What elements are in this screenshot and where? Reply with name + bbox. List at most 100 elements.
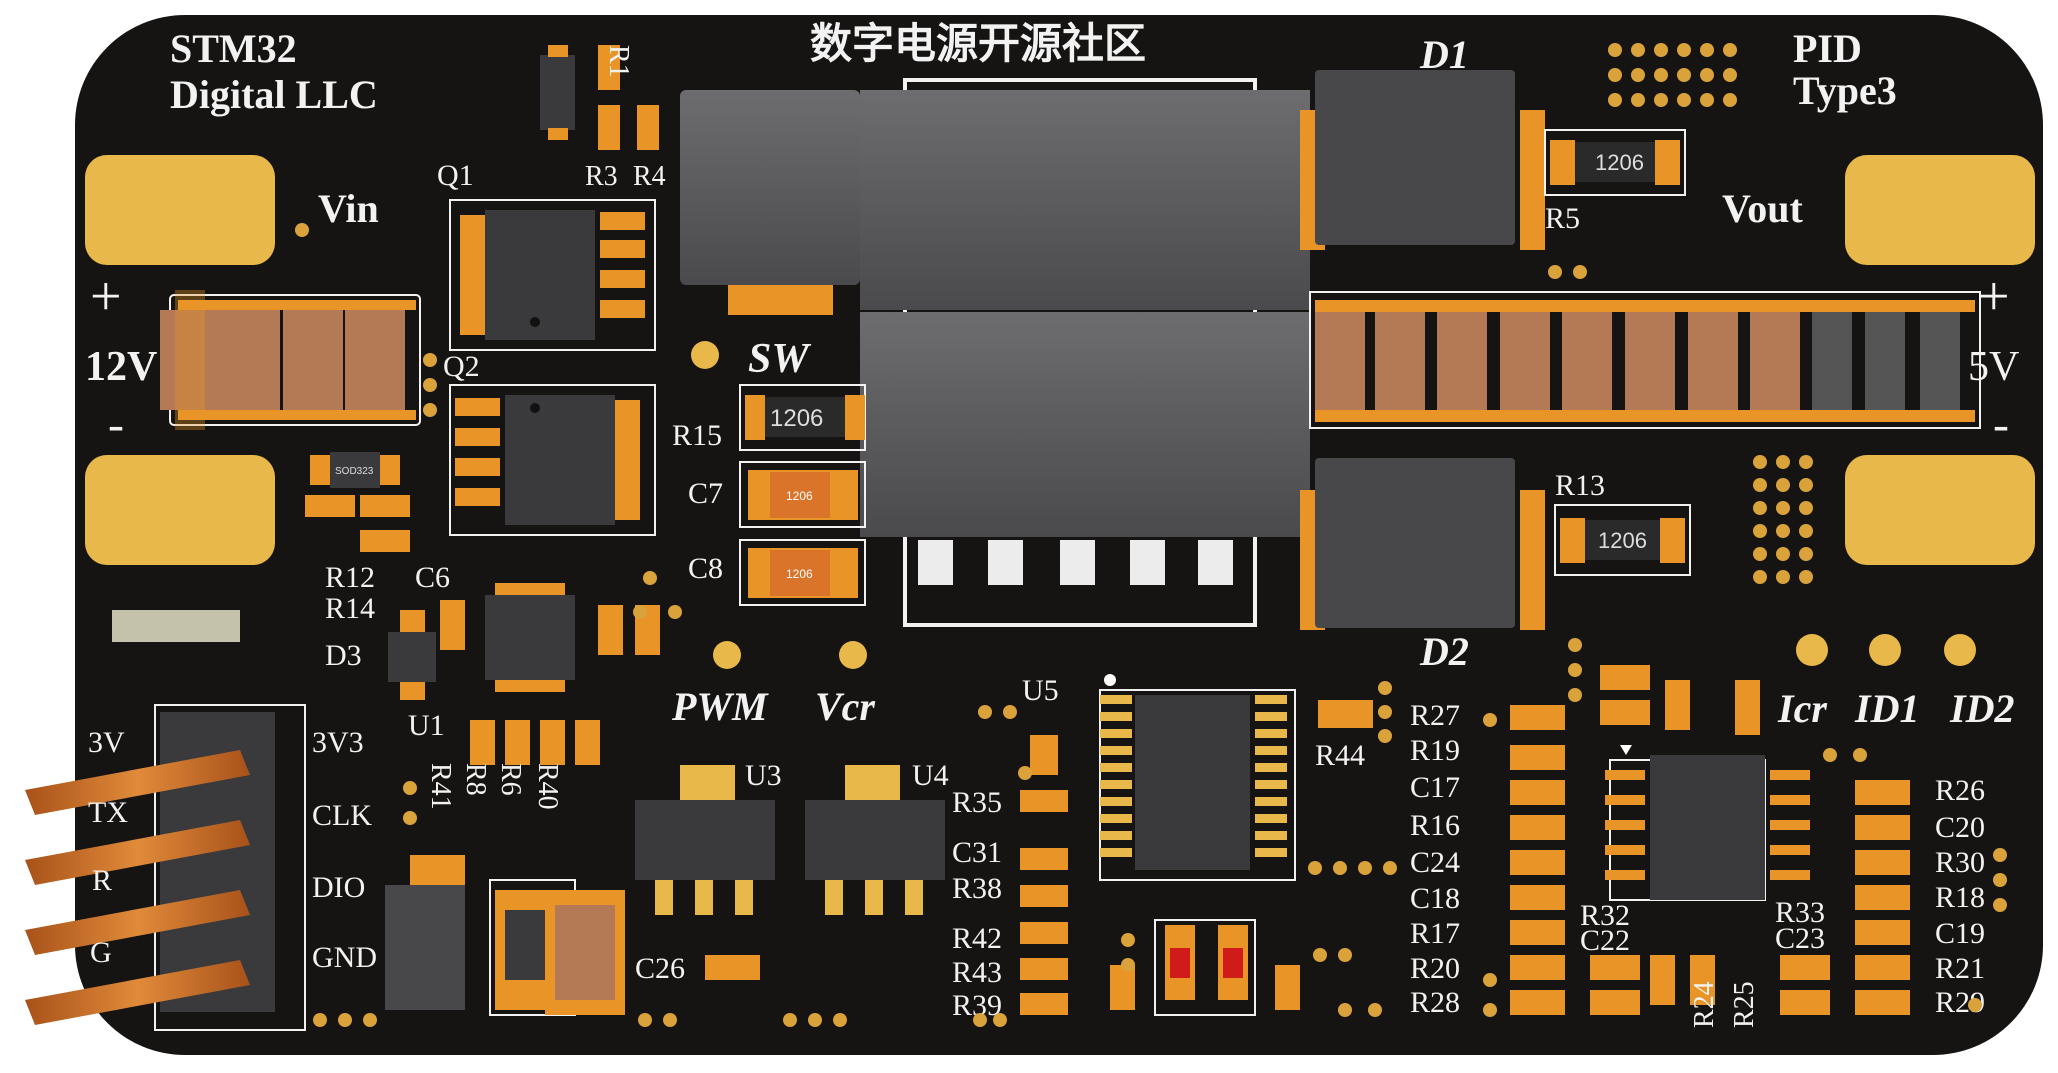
r3-label: R3 [585,161,618,192]
vin-minus-sign: - [108,398,124,451]
chinese-title: 数字电源开源社区 [810,21,1146,68]
vin-label: Vin [318,186,379,231]
r44-label: R44 [1315,739,1365,772]
r42-label: R42 [952,922,1002,955]
via-array-top-right [1608,43,1737,107]
u5-mcu [1099,674,1296,881]
vout-plus-sign: + [1978,266,2010,328]
c8-label: C8 [688,552,723,585]
opamp-passives [1590,665,1830,1015]
svg-text:1206: 1206 [786,489,813,503]
u1-label: U1 [408,709,445,742]
r24-label: R24 [1689,981,1720,1028]
r17-label: R17 [1410,917,1460,950]
r1-label: R1 [603,45,634,78]
r26-label: R26 [1935,774,1985,807]
header-pin-1: 3V [88,726,125,759]
r6-label: R6 [495,763,526,796]
c20-label: C20 [1935,811,1985,844]
bottom-left-power-parts [385,855,625,1016]
sw-label: SW [748,336,811,382]
c7-label: C7 [688,477,723,510]
vout-plus-pad [1845,155,2035,265]
u3-label: U3 [745,759,782,792]
r41-label: R41 [425,763,456,810]
r32-label: R32 [1580,899,1630,932]
opamp-ic [1605,745,1810,901]
vcr-label: Vcr [815,684,875,729]
c26-capacitor [705,955,760,980]
r15-label: R15 [672,419,722,452]
vin-voltage-label: 12V [85,344,157,390]
pid-label-line-2: Type3 [1793,68,1897,113]
main-transformer [860,78,1310,627]
u4-regulator [805,765,945,915]
icr-resistor [1735,690,1760,735]
right-passives-column [1855,780,1910,1015]
id1-test-point [1869,634,1901,666]
id1-label: ID1 [1854,686,1919,731]
via-array-right [1753,455,1813,584]
top-small-parts [540,45,659,150]
id2-label: ID2 [1949,686,2014,731]
u1-ic [485,583,575,692]
c24-label: C24 [1410,846,1460,879]
c7-capacitor: 1206 [739,461,866,528]
sod323-diode-upper: SOD323 [310,452,400,488]
vout-voltage-label: 5V [1968,344,2019,390]
r13-resistor: 1206 [1554,504,1691,576]
vout-label: Vout [1722,186,1803,231]
input-capacitor-bank [160,290,421,430]
r13-label: R13 [1555,469,1605,502]
c18-label: C18 [1410,882,1460,915]
u4-label: U4 [912,759,949,792]
c17-label: C17 [1410,771,1460,804]
q1-mosfet [449,199,656,351]
r19-label: R19 [1410,734,1460,767]
vout-minus-pad [1845,455,2035,565]
c23-label: C23 [1775,922,1825,955]
scattered-vias [295,223,2007,1027]
r21-label: R21 [1935,952,1985,985]
header-pin-4: G [90,936,112,969]
r15-resistor: 1206 [739,384,866,451]
r25-label: R25 [1729,981,1760,1028]
resonant-inductor [680,90,860,315]
r5-resistor: 1206 [1544,129,1686,196]
u5-left-passives [1020,735,1068,1015]
output-capacitor-bank [1309,291,1981,429]
q1-label: Q1 [437,159,474,192]
programming-header [25,704,306,1031]
sw-test-point [691,341,719,369]
header-label-clk: CLK [312,799,372,832]
r35-label: R35 [952,786,1002,819]
d2-diode [1300,458,1545,630]
header-label-gnd: GND [312,941,377,974]
r38-label: R38 [952,872,1002,905]
silkscreen-label-patch [112,610,240,642]
c6-label: C6 [415,561,450,594]
d3-diode [388,610,436,700]
r40-label: R40 [532,763,563,810]
vin-plus-pad [85,155,275,265]
r8-label: R8 [460,763,491,796]
r27-label: R27 [1410,699,1460,732]
r43-label: R43 [952,956,1002,989]
r14-label: R14 [325,592,375,625]
r30-label: R30 [1935,846,1985,879]
c31-label: C31 [952,836,1002,869]
q2-label: Q2 [443,350,480,383]
r4-label: R4 [633,161,666,192]
svg-text:1206: 1206 [786,567,813,581]
icr-label: Icr [1777,686,1827,731]
r12-label: R12 [325,561,375,594]
filter-passives-column [1510,705,1565,1015]
header-pin-3: R [92,864,112,897]
d3-label: D3 [325,639,362,672]
c8-capacitor: 1206 [739,539,866,606]
svg-text:1206: 1206 [1595,150,1644,175]
d2-label: D2 [1419,629,1469,674]
svg-text:1206: 1206 [1598,528,1647,553]
r28-label: R28 [1410,986,1460,1019]
